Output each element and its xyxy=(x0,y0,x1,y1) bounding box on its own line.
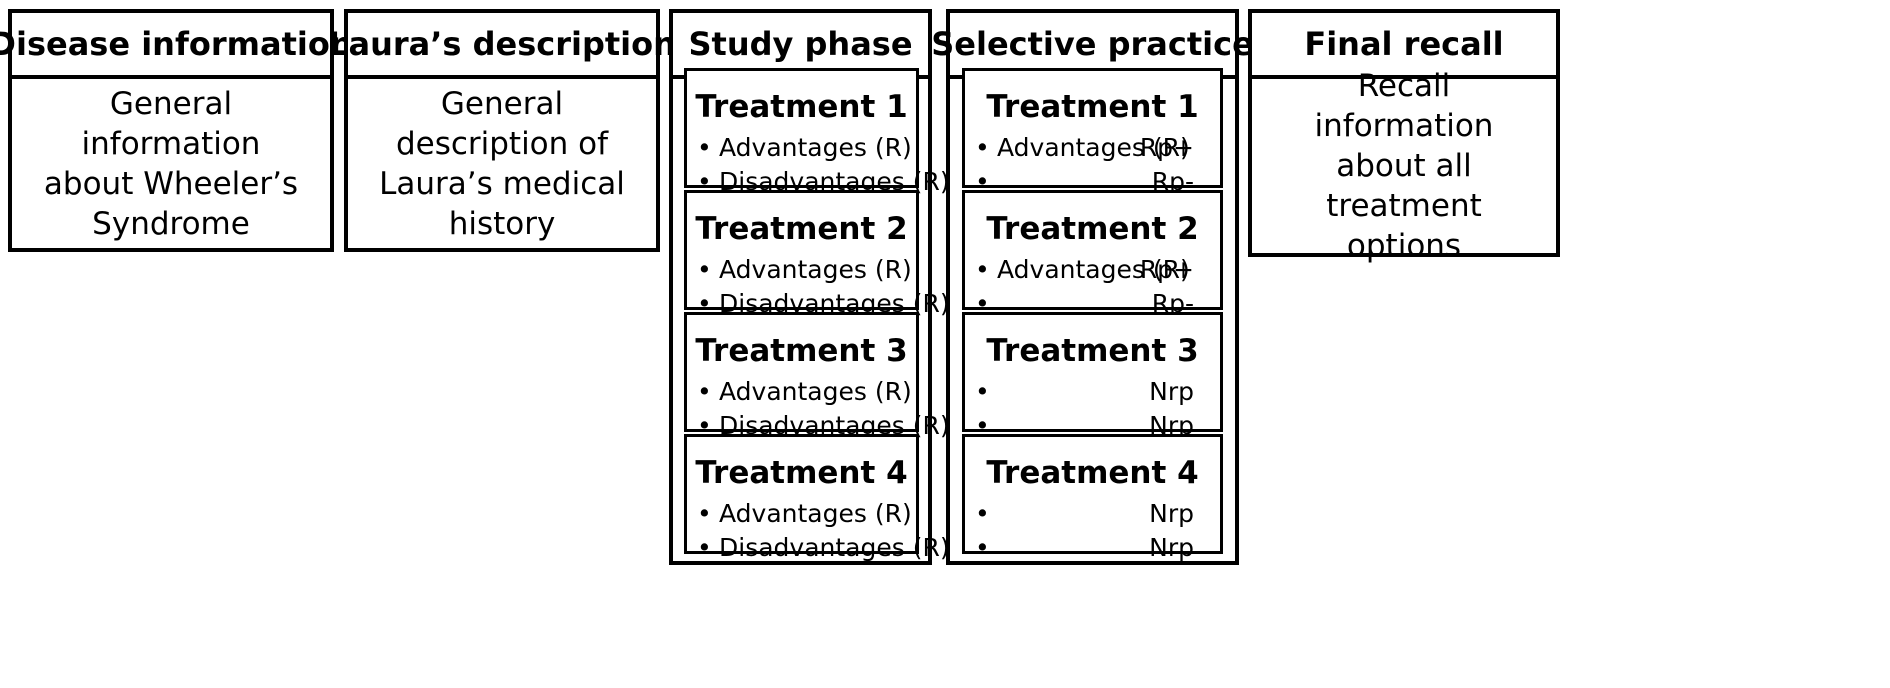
treatment-line: •Advantages (R)Rp+ xyxy=(975,253,1210,287)
treatment-title: Treatment 3 xyxy=(695,333,908,369)
treatment-line: •Advantages (R) xyxy=(697,253,912,287)
panel-selective-practice: Selective practice Treatment 1 •Advantag… xyxy=(931,9,1254,565)
study-treatment-box-4: Treatment 4 •Advantages (R) •Disadvantag… xyxy=(684,434,950,562)
treatment-line: • Nrp xyxy=(975,497,1210,531)
bullet-icon: • xyxy=(975,499,990,528)
bullet-icon: • xyxy=(975,133,990,162)
treatment-title: Treatment 1 xyxy=(986,89,1199,125)
bullet-icon: • xyxy=(697,411,712,440)
line-text: Disadvantages (R) xyxy=(719,533,950,562)
panel-title: Laura’s description xyxy=(328,13,676,79)
treatment-line: •Advantages (R)Rp+ xyxy=(975,131,1210,165)
panel-body-text: General information about Wheeler’s Synd… xyxy=(43,85,299,242)
treatment-line: • Nrp xyxy=(975,531,1210,565)
bullet-icon: • xyxy=(975,289,990,318)
selective-treatment-box-3: Treatment 3 • Nrp • Nrp xyxy=(962,312,1223,440)
bullet-icon: • xyxy=(975,533,990,562)
bullet-icon: • xyxy=(697,533,712,562)
bullet-icon: • xyxy=(975,167,990,196)
treatment-title: Treatment 3 xyxy=(986,333,1199,369)
treatment-line: •Advantages (R) xyxy=(697,375,912,409)
panel-final-recall: Final recall Recall information about al… xyxy=(1248,9,1560,264)
panel-body-text: Recall information about all treatment o… xyxy=(1314,68,1494,264)
panel-title: Disease information xyxy=(0,13,353,79)
line-text: Advantages (R) xyxy=(719,133,912,162)
treatment-line: •Disadvantages (R) xyxy=(697,531,950,565)
line-text: Advantages (R) xyxy=(719,377,912,406)
bullet-icon: • xyxy=(697,133,712,162)
panel-title: Final recall xyxy=(1252,13,1556,79)
selective-treatment-box-1: Treatment 1 •Advantages (R)Rp+ •Rp- xyxy=(962,68,1223,196)
study-treatment-box-1: Treatment 1 •Advantages (R) •Disadvantag… xyxy=(684,68,950,196)
bullet-icon: • xyxy=(697,289,712,318)
selective-treatment-box-2: Treatment 2 •Advantages (R)Rp+ •Rp- xyxy=(962,190,1223,318)
treatment-title: Treatment 2 xyxy=(986,211,1199,247)
practice-code: Rp+ xyxy=(1139,133,1194,162)
bullet-icon: • xyxy=(975,411,990,440)
panel-laura-description: Laura’s description General description … xyxy=(328,9,676,252)
line-text: Advantages (R) xyxy=(997,133,1190,162)
study-treatment-box-3: Treatment 3 •Advantages (R) •Disadvantag… xyxy=(684,312,950,440)
bullet-icon: • xyxy=(697,255,712,284)
practice-code: Rp+ xyxy=(1139,255,1194,284)
panel-body-text: General description of Laura’s medical h… xyxy=(379,85,625,242)
practice-code: Nrp xyxy=(1149,377,1194,406)
panel-disease-information: Disease information General information … xyxy=(0,9,353,252)
treatment-title: Treatment 1 xyxy=(695,89,908,125)
treatment-line: •Advantages (R) xyxy=(697,131,912,165)
treatment-title: Treatment 4 xyxy=(695,455,908,491)
bullet-icon: • xyxy=(697,167,712,196)
line-text: Advantages (R) xyxy=(719,255,912,284)
bullet-icon: • xyxy=(697,499,712,528)
treatment-line: •Advantages (R) xyxy=(697,497,912,531)
treatment-title: Treatment 4 xyxy=(986,455,1199,491)
panel-study-phase: Study phase Treatment 1 •Advantages (R) … xyxy=(669,9,950,565)
bullet-icon: • xyxy=(697,377,712,406)
selective-treatment-box-4: Treatment 4 • Nrp • Nrp xyxy=(962,434,1223,562)
study-treatment-box-2: Treatment 2 •Advantages (R) •Disadvantag… xyxy=(684,190,950,318)
line-text: Advantages (R) xyxy=(997,255,1190,284)
practice-code: Nrp xyxy=(1149,499,1194,528)
line-text: Advantages (R) xyxy=(719,499,912,528)
treatment-line: • Nrp xyxy=(975,375,1210,409)
bullet-icon: • xyxy=(975,255,990,284)
bullet-icon: • xyxy=(975,377,990,406)
treatment-title: Treatment 2 xyxy=(695,211,908,247)
practice-code: Nrp xyxy=(1149,533,1194,562)
